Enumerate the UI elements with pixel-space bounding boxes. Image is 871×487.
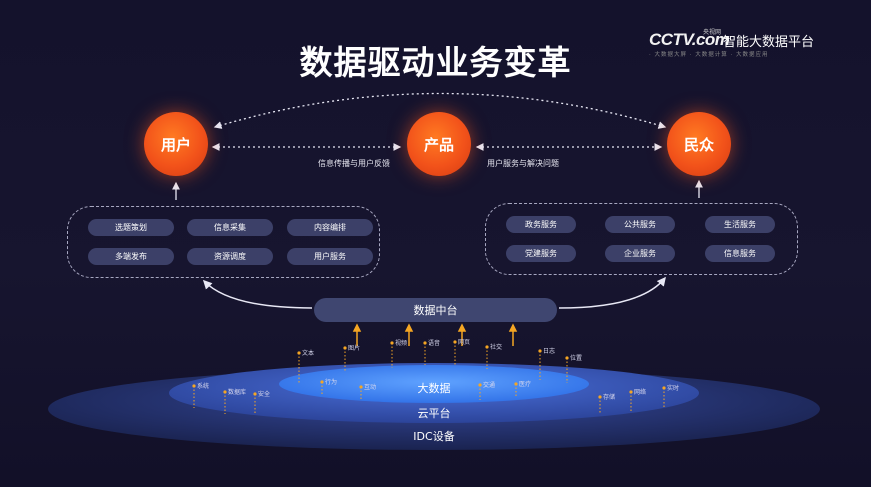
tag-label: 视频 [395,340,408,347]
pill-item: 选题策划 [88,219,174,236]
tag-label: 图片 [348,345,361,352]
tag-label: 系统 [197,383,210,390]
tag-label: 日志 [543,348,556,355]
pill-item: 内容编排 [287,219,373,236]
rising-arrows [352,323,518,346]
pill-item: 信息服务 [705,245,775,262]
tag-label: 网页 [458,339,471,346]
tag-label: 语音 [428,340,441,347]
group-media-ops [67,206,380,278]
pill-item: 企业服务 [605,245,675,262]
group-public-services [485,203,798,275]
pill-item: 多端发布 [88,248,174,265]
pill-item: 用户服务 [287,248,373,265]
ring-label-idc: IDC设备 [413,430,455,443]
tag-label: 数据库 [228,389,247,396]
ring-inner [279,365,589,403]
tag-label: 行为 [325,379,338,386]
node-user: 用户 [144,112,208,176]
page-title: 数据驱动业务变革 [299,43,572,82]
brand-name: 智能大数据平台 [723,35,815,50]
tag-dots [192,340,666,399]
pill-item: 政务服务 [506,216,576,233]
pill-item: 公共服务 [605,216,675,233]
brand: CCTV.com 央视网 智能大数据平台 · 大数据大屏 · 大数据计算 · 大… [649,29,849,60]
ring-label-bigdata: 大数据 [417,382,451,395]
tag-label: 位置 [570,355,583,362]
cctv-logo-small: 央视网 [703,29,722,36]
tag-stems [193,342,665,414]
curve-hub-left [202,279,313,309]
tag-label: 网络 [634,389,647,396]
pill-item: 资源调度 [187,248,273,265]
tag-label: 安全 [258,391,271,398]
brand-subtitle: · 大数据大屏 · 大数据计算 · 大数据应用 [649,52,769,58]
data-hub: 数据中台 [314,298,557,322]
tag-label: 医疗 [519,381,532,388]
node-public: 民众 [667,112,731,176]
pill-item: 党建服务 [506,245,576,262]
tag-label: 交通 [483,382,496,389]
pill-item: 生活服务 [705,216,775,233]
edge-label-feedback: 信息传播与用户反馈 [318,159,390,168]
tag-label: 实时 [667,385,680,392]
ring-label-cloud: 云平台 [417,407,451,420]
tag-label: 存储 [603,394,616,401]
edge-label-service: 用户服务与解决问题 [487,159,559,168]
node-product: 产品 [407,112,471,176]
tag-label: 社交 [490,344,503,351]
curve-hub-right [558,276,666,309]
tag-label: 文本 [302,350,315,357]
cctv-logo: CCTV.com [649,30,730,49]
tag-label: 互动 [364,384,377,391]
pill-item: 信息采集 [187,219,273,236]
